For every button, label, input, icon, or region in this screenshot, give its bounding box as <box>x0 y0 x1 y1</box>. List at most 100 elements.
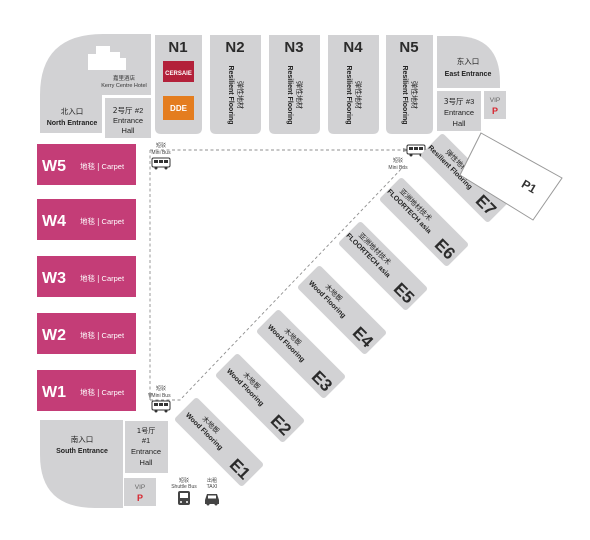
hall-n1[interactable]: N1 CERSAIE DDE <box>155 35 202 134</box>
entrance-hall-2-l1: Entrance <box>113 116 143 125</box>
minibus-stop-west-top[interactable]: 短驳 Mini Bus <box>151 142 171 170</box>
svg-text:TAXI: TAXI <box>207 484 218 490</box>
east-entrance-en: East Entrance <box>445 71 492 78</box>
hall-w4-en: Carpet <box>102 217 125 226</box>
east-entrance-block[interactable] <box>437 36 500 88</box>
south-entrance-block[interactable] <box>40 420 123 508</box>
hall-w5-en: Carpet <box>102 162 125 171</box>
cersia-logo-text: CERSAIE <box>165 71 192 77</box>
north-entrance-cn: 北入口 <box>61 107 84 116</box>
parking-p1[interactable]: P1 <box>459 132 563 221</box>
hotel-building-icon <box>88 46 126 70</box>
entrance-hall-1-l1: Entrance <box>131 447 161 456</box>
hotel-cn-label: 嘉里酒店 <box>113 74 136 82</box>
entrance-hall-3-num: #3 <box>466 97 474 106</box>
hall-w1-cn: 地毯 <box>80 387 95 397</box>
hall-w5[interactable]: W5 地毯|Carpet <box>37 144 136 185</box>
dde-logo <box>163 96 194 120</box>
hall-e1[interactable]: 木地板 Wood Flooring E1 <box>174 397 265 488</box>
svg-text:短驳: 短驳 <box>156 385 166 392</box>
shuttle-bus-stop[interactable]: 短驳 Shuttle Bus <box>171 477 197 505</box>
hall-n1-code: N1 <box>168 39 187 56</box>
svg-text:地毯|Carpet: 地毯|Carpet <box>80 161 125 171</box>
hall-e3[interactable]: 木地板 Wood Flooring E3 <box>256 309 347 400</box>
entrance-hall-2-cn: 2号厅 <box>113 106 133 115</box>
hall-w5-cn: 地毯 <box>80 161 95 171</box>
hall-w1-code: W1 <box>42 384 66 401</box>
hall-w3-cn: 地毯 <box>80 273 95 283</box>
north-entrance-en: North Entrance <box>47 120 98 127</box>
route-arrow-south <box>148 393 152 400</box>
svg-text:Mini Bus: Mini Bus <box>151 393 171 399</box>
hall-w1-en: Carpet <box>102 388 125 397</box>
svg-text:出租: 出租 <box>207 477 217 484</box>
hall-e5[interactable]: 亚洲地材技术 FLOORTECH asia E5 <box>338 221 429 312</box>
vip-parking-south[interactable] <box>124 478 156 506</box>
bus-icon <box>406 144 426 157</box>
hall-w3[interactable]: W3 地毯|Carpet <box>37 256 136 297</box>
hall-w2[interactable]: W2 地毯|Carpet <box>37 313 136 354</box>
entrance-hall-3-l2: Hall <box>453 119 466 128</box>
hall-n2-cn: 弹性地材 <box>236 81 245 109</box>
svg-text:Mini Bus: Mini Bus <box>151 150 171 156</box>
hall-n5-en: Resilient Flooring <box>401 65 408 124</box>
hall-n5-code: N5 <box>399 39 418 56</box>
vip-east-p: P <box>492 106 498 116</box>
entrance-hall-2-l2: Hall <box>122 126 135 135</box>
hall-w4-cn: 地毯 <box>80 216 95 226</box>
svg-text:地毯|Carpet: 地毯|Carpet <box>80 387 125 397</box>
south-entrance-cn: 南入口 <box>71 434 94 444</box>
entrance-hall-1-num: #1 <box>142 436 150 445</box>
svg-text:地毯|Carpet: 地毯|Carpet <box>80 273 125 283</box>
hall-w4[interactable]: W4 地毯|Carpet <box>37 199 136 240</box>
south-entrance-en: South Entrance <box>56 448 108 455</box>
minibus-stop-west-bottom[interactable]: 短驳 Mini Bus <box>151 385 171 413</box>
svg-text:短驳: 短驳 <box>393 157 403 164</box>
bus-icon <box>151 400 171 413</box>
hall-n4-code: N4 <box>343 39 363 56</box>
vip-south-label: VIP <box>135 484 145 491</box>
cersia-logo <box>163 61 194 82</box>
entrance-hall-1-cn: 1号厅 <box>137 427 155 435</box>
svg-text:2号厅 #2: 2号厅 #2 <box>113 106 144 115</box>
entrance-hall-3-cn: 3号厅 <box>444 97 464 106</box>
svg-text:地毯|Carpet: 地毯|Carpet <box>80 330 125 340</box>
shuttle-bus-icon <box>178 491 190 505</box>
entrance-hall-1[interactable] <box>125 421 168 473</box>
hall-n3-code: N3 <box>284 39 303 56</box>
bus-icon <box>151 157 171 170</box>
svg-text:3号厅 #3: 3号厅 #3 <box>444 97 475 106</box>
vip-parking-east[interactable] <box>484 91 506 119</box>
hall-n2[interactable]: N2 弹性地材 Resilient Flooring <box>210 35 261 134</box>
parking-p1-label: P1 <box>519 177 539 197</box>
svg-text:短驳: 短驳 <box>156 142 166 149</box>
dde-logo-text: DDE <box>170 104 188 113</box>
minibus-stop-east-top[interactable]: 短驳 Mini Bus <box>388 144 426 171</box>
entrance-hall-2[interactable] <box>105 98 151 138</box>
entrance-hall-2-num: #2 <box>135 106 143 115</box>
hall-n5[interactable]: N5 弹性地材 Resilient Flooring <box>386 35 433 134</box>
hall-w3-code: W3 <box>42 270 66 287</box>
hall-n2-code: N2 <box>225 39 244 56</box>
entrance-hall-3[interactable] <box>437 91 481 131</box>
hall-w1[interactable]: W1 地毯|Carpet <box>37 370 136 411</box>
minibus-route <box>149 149 410 401</box>
hall-n4-en: Resilient Flooring <box>345 65 352 124</box>
vip-south-p: P <box>137 493 143 503</box>
hall-n3-en: Resilient Flooring <box>286 65 293 124</box>
svg-text:地毯|Carpet: 地毯|Carpet <box>80 216 125 226</box>
hall-w2-en: Carpet <box>102 331 125 340</box>
hotel-en-label: Kerry Centre Hotel <box>101 83 147 89</box>
svg-text:Shuttle Bus: Shuttle Bus <box>171 484 197 490</box>
hall-n4[interactable]: N4 弹性地材 Resilient Flooring <box>328 35 379 134</box>
east-entrance-cn: 东入口 <box>457 56 480 66</box>
hall-w4-code: W4 <box>42 213 66 230</box>
hall-n3[interactable]: N3 弹性地材 Resilient Flooring <box>269 35 320 134</box>
taxi-stop[interactable]: 出租 TAXI <box>205 477 219 506</box>
entrance-hall-1-l2: Hall <box>140 458 153 467</box>
hall-n4-cn: 弹性地材 <box>354 81 363 109</box>
hall-n2-en: Resilient Flooring <box>227 65 234 124</box>
vip-east-label: VIP <box>490 97 500 104</box>
hall-w3-en: Carpet <box>102 274 125 283</box>
